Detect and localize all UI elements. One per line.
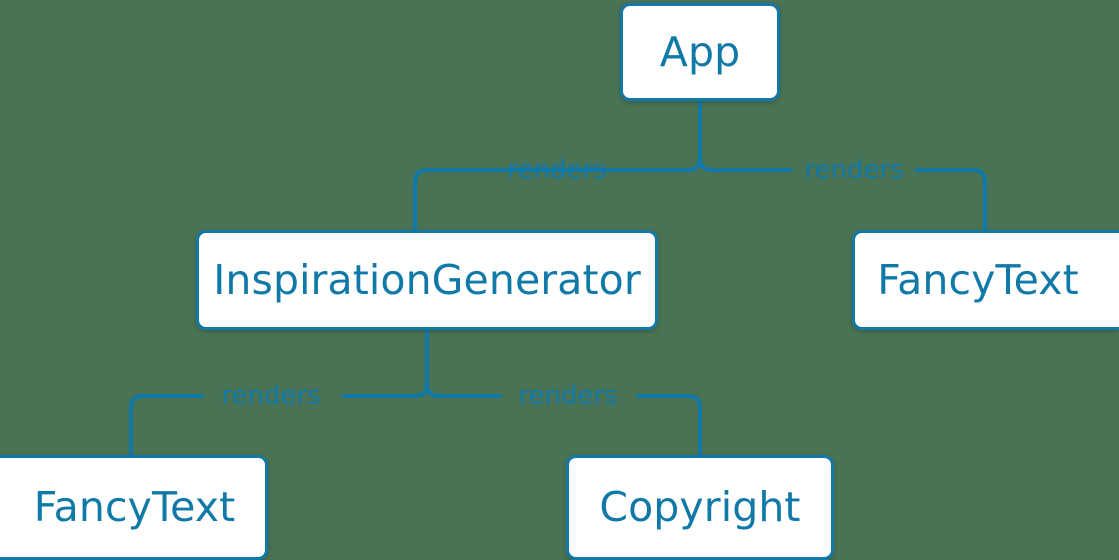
node-fancytext-left[interactable]: FancyText	[0, 455, 268, 560]
edge-app-junction-right	[698, 156, 793, 172]
node-inspiration-generator-label: InspirationGenerator	[213, 255, 641, 304]
edge-inspiration-junction-right	[425, 382, 502, 398]
node-app[interactable]: App	[620, 3, 780, 101]
node-inspiration-generator[interactable]: InspirationGenerator	[196, 230, 658, 330]
edge-label-inspiration-generator-to-copyright: renders	[518, 381, 618, 411]
node-copyright-label: Copyright	[599, 483, 801, 531]
node-fancytext-right-label: FancyText	[877, 255, 1079, 304]
edge-inspiration-to-copyright	[636, 394, 702, 457]
edge-inspiration-junction-left	[342, 382, 429, 398]
edge-label-inspiration-generator-to-fancytext: renders	[221, 381, 321, 411]
node-app-label: App	[659, 27, 741, 76]
edge-app-to-fancytext	[915, 168, 987, 232]
edge-label-app-to-inspiration-generator: renders	[507, 155, 607, 185]
node-fancytext-right[interactable]: FancyText	[852, 230, 1119, 330]
node-fancytext-left-label: FancyText	[33, 483, 236, 531]
edge-app-to-inspiration	[413, 168, 614, 232]
edge-label-app-to-fancytext: renders	[804, 155, 904, 185]
edge-inspiration-to-fancytext	[129, 394, 204, 457]
node-copyright[interactable]: Copyright	[566, 455, 834, 560]
